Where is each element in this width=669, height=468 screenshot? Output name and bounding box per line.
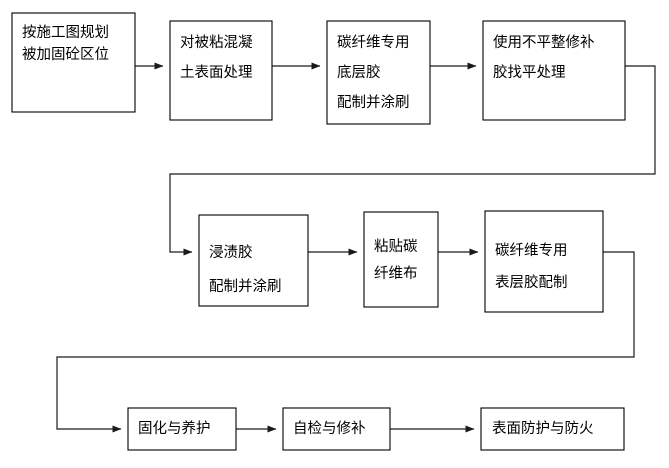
node-label-8-line-1: 固化与养护 <box>138 420 211 437</box>
node-label-3-line-1: 碳纤维专用 <box>337 34 410 51</box>
node-box-8[interactable] <box>127 407 237 451</box>
node-label-10-line-1: 表面防护与防火 <box>492 420 594 437</box>
node-box-10[interactable] <box>480 407 625 451</box>
node-box-7[interactable] <box>484 210 604 313</box>
node-box-5[interactable] <box>198 214 309 307</box>
node-box-3[interactable] <box>326 20 431 125</box>
node-box-9[interactable] <box>282 407 391 451</box>
node-label-5-line-2: 配制并涂刷 <box>209 278 282 295</box>
node-label-4-line-2: 胶找平处理 <box>493 64 566 81</box>
process-node-8[interactable]: 固化与养护 <box>127 407 237 451</box>
node-label-5-line-1: 浸渍胶 <box>209 244 253 261</box>
node-label-3-line-2: 底层胶 <box>337 64 381 81</box>
node-box-2[interactable] <box>169 20 273 121</box>
node-label-6-line-1: 粘贴碳 <box>374 238 418 255</box>
node-label-4-line-1: 使用不平整修补 <box>493 34 595 51</box>
node-label-3-line-3: 配制并涂刷 <box>337 94 410 111</box>
node-label-1-line-2: 被加固砼区位 <box>22 46 109 63</box>
process-node-10[interactable]: 表面防护与防火 <box>480 407 625 451</box>
node-label-1-line-1: 按施工图规划 <box>22 24 109 41</box>
process-node-9[interactable]: 自检与修补 <box>282 407 391 451</box>
connector-layer <box>56 62 656 433</box>
node-box-6[interactable] <box>363 211 439 308</box>
node-box-4[interactable] <box>482 20 626 121</box>
node-layer: 按施工图规划被加固砼区位对被粘混凝土表面处理碳纤维专用底层胶配制并涂刷使用不平整… <box>11 12 626 451</box>
node-label-9-line-1: 自检与修补 <box>293 420 366 437</box>
node-label-6-line-2: 纤维布 <box>374 265 418 282</box>
node-label-7-line-1: 碳纤维专用 <box>495 242 568 259</box>
node-label-2-line-1: 对被粘混凝 <box>180 34 253 51</box>
node-label-7-line-2: 表层胶配制 <box>495 274 568 291</box>
node-box-1[interactable] <box>11 12 136 113</box>
node-label-2-line-2: 土表面处理 <box>180 64 253 81</box>
connector-n7-to-n8 <box>56 251 635 433</box>
connector-n4-to-n5 <box>169 65 656 256</box>
